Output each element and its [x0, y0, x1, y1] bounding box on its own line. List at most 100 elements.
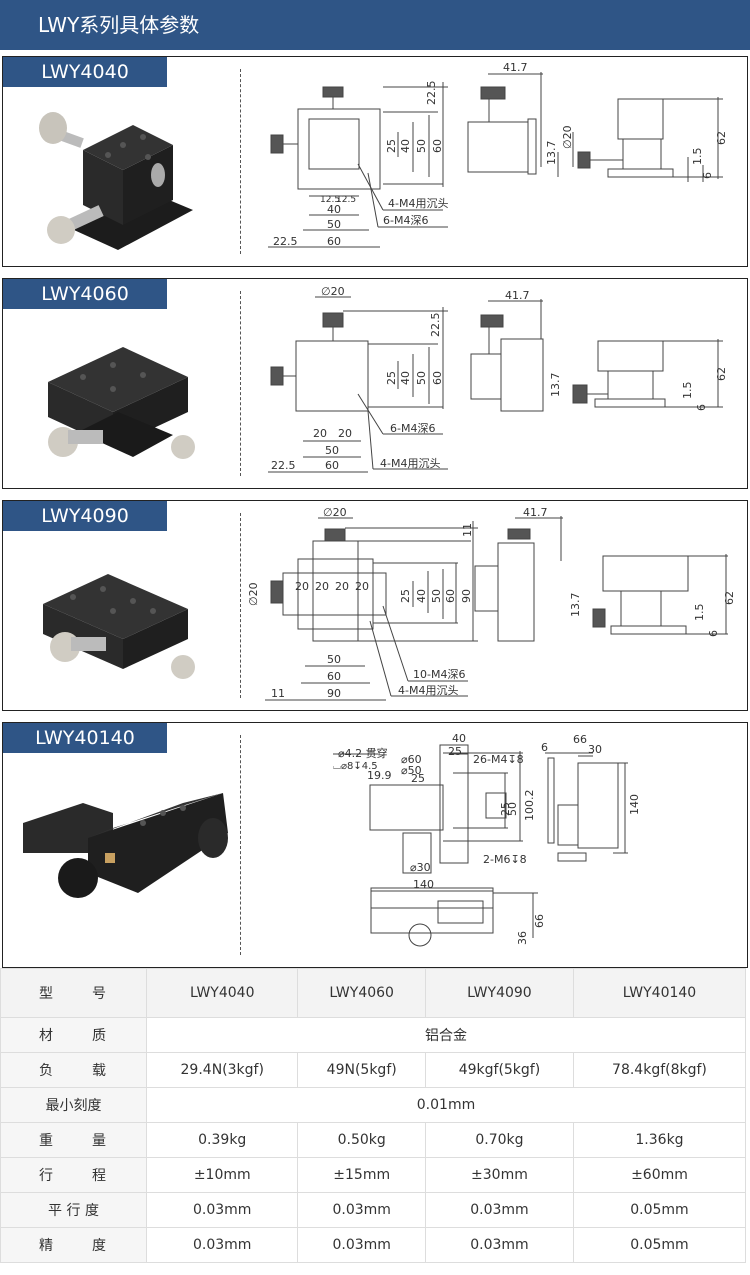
table-row-accuracy: 精度 0.03mm 0.03mm 0.03mm 0.05mm — [0, 1227, 747, 1263]
dim-label: 60 — [325, 459, 339, 472]
page-title: LWY系列具体参数 — [38, 13, 200, 37]
callout-note: ⌴⌀8↧4.5 — [333, 761, 378, 772]
divider — [240, 69, 241, 254]
front-view-body — [617, 98, 664, 140]
dim-label: 12.5 — [320, 195, 340, 205]
side-view-body — [467, 121, 529, 173]
row-label: 重量 — [0, 1122, 147, 1158]
table-cell: 铝合金 — [146, 1017, 746, 1053]
dim-label: 22.5 — [271, 459, 296, 472]
dim-label: 50 — [325, 444, 339, 457]
dim-label: 22.5 — [273, 235, 298, 248]
dim-label: 6 — [541, 741, 548, 754]
divider — [240, 735, 241, 955]
model-tag: LWY4060 — [3, 279, 167, 309]
dim-label: 25 — [385, 139, 398, 153]
dim-label: 6 — [701, 172, 714, 179]
dim-label: 22.5 — [425, 81, 438, 106]
table-cell: 0.03mm — [297, 1227, 426, 1263]
front-view-body — [602, 555, 689, 592]
dim-label: 20 — [355, 580, 369, 593]
dim-label: 6 — [707, 630, 720, 637]
table-cell: 78.4kgf(8kgf) — [572, 1052, 747, 1088]
table-row-material: 材质 铝合金 — [0, 1017, 746, 1053]
dim-label: 62 — [723, 591, 736, 605]
dim-label: 1.5 — [691, 148, 704, 166]
dim-label: ∅20 — [321, 285, 345, 298]
dim-label: 66 — [573, 733, 587, 746]
dim-label: 50 — [430, 589, 443, 603]
table-cell: 0.01mm — [146, 1087, 746, 1123]
technical-drawing: 40 25 ⌀60 ⌀50 25 19.9 25 50 100.2 ⌀30 ⌀4… — [333, 732, 641, 947]
table-row-travel: 行程 ±10mm ±15mm ±30mm ±60mm — [0, 1157, 747, 1193]
table-cell: 0.39kg — [145, 1122, 299, 1158]
table-cell: 1.36kg — [572, 1122, 747, 1158]
dim-label: ⌀60 — [401, 753, 422, 766]
dim-label: 62 — [715, 131, 728, 145]
dim-label: 1.5 — [681, 382, 694, 400]
dim-label: ⌀30 — [410, 861, 431, 874]
table-cell: ±10mm — [145, 1157, 299, 1193]
dim-label: 60 — [431, 139, 444, 153]
callout-note: 4-M4用沉头 — [388, 197, 448, 210]
callout-note: 6-M4深6 — [383, 214, 428, 227]
dim-label: ∅20 — [561, 125, 574, 149]
dim-label: 20 — [315, 580, 329, 593]
column-header: LWY40140 — [572, 968, 747, 1018]
table-cell: ±30mm — [424, 1157, 574, 1193]
dim-label: 66 — [533, 914, 546, 928]
dim-label: 50 — [327, 218, 341, 231]
row-label: 最小刻度 — [0, 1087, 147, 1123]
table-cell: 0.03mm — [145, 1192, 299, 1228]
dim-label: 30 — [588, 743, 602, 756]
dim-label: 13.7 — [545, 141, 558, 166]
dim-label: 41.7 — [505, 289, 530, 302]
table-row-min-scale: 最小刻度 0.01mm — [0, 1087, 746, 1123]
dim-label: 1.5 — [693, 604, 706, 622]
product-photo — [23, 793, 228, 898]
dim-label: 140 — [413, 878, 434, 891]
dim-label: 40 — [415, 589, 428, 603]
dim-label: 40 — [399, 371, 412, 385]
dim-label: 60 — [327, 670, 341, 683]
table-cell: 49kgf(5kgf) — [424, 1052, 574, 1088]
dim-label: 13.7 — [569, 593, 582, 618]
dim-label: 60 — [327, 235, 341, 248]
dim-label: 140 — [628, 794, 641, 815]
row-label: 材质 — [0, 1017, 147, 1053]
dim-label: 25 — [448, 745, 462, 758]
table-header-row: 型号 LWY4040 LWY4060 LWY4090 LWY40140 — [0, 968, 747, 1018]
model-panel-lwy4040: LWY4040 — [2, 56, 748, 267]
dim-label: 41.7 — [523, 506, 548, 519]
technical-drawing: ∅20 11 ∅20 20 20 20 20 25 40 50 60 90 50… — [247, 506, 736, 701]
callout-note: ⌀4.2 贯穿 — [338, 746, 388, 760]
dim-label: 40 — [399, 139, 412, 153]
table-cell: 49N(5kgf) — [297, 1052, 426, 1088]
model-panel-lwy40140: LWY40140 — [2, 722, 748, 968]
row-label: 平 行 度 — [0, 1192, 147, 1228]
technical-drawing: ∅20 22.5 25 40 50 60 20 20 50 60 22.5 6-… — [268, 285, 728, 473]
dim-label: 25 — [399, 589, 412, 603]
dim-label: 60 — [431, 371, 444, 385]
row-label: 精度 — [0, 1227, 147, 1263]
dim-label: 50 — [327, 653, 341, 666]
model-panel-lwy4060: LWY4060 — [2, 278, 748, 489]
table-row-load: 负载 29.4N(3kgf) 49N(5kgf) 49kgf(5kgf) 78.… — [0, 1052, 747, 1088]
column-header: LWY4060 — [297, 968, 426, 1018]
dim-label: 100.2 — [523, 790, 536, 822]
dim-label: 50 — [506, 802, 519, 816]
divider — [240, 291, 241, 476]
table-row-parallelism: 平 行 度 0.03mm 0.03mm 0.03mm 0.05mm — [0, 1192, 747, 1228]
dim-label: 25 — [385, 371, 398, 385]
callout-note: 4-M4用沉头 — [398, 684, 458, 697]
dim-label: 40 — [327, 203, 341, 216]
top-view-body — [297, 108, 381, 190]
dim-label: 11 — [271, 687, 285, 700]
callout-note: 2-M6↧8 — [483, 853, 527, 866]
table-cell: 0.03mm — [424, 1227, 574, 1263]
row-label: 型号 — [0, 968, 147, 1018]
dim-label: 62 — [715, 367, 728, 381]
page-header: LWY系列具体参数 — [0, 0, 750, 50]
table-cell: 0.70kg — [424, 1122, 574, 1158]
dim-label: 25 — [499, 802, 512, 816]
